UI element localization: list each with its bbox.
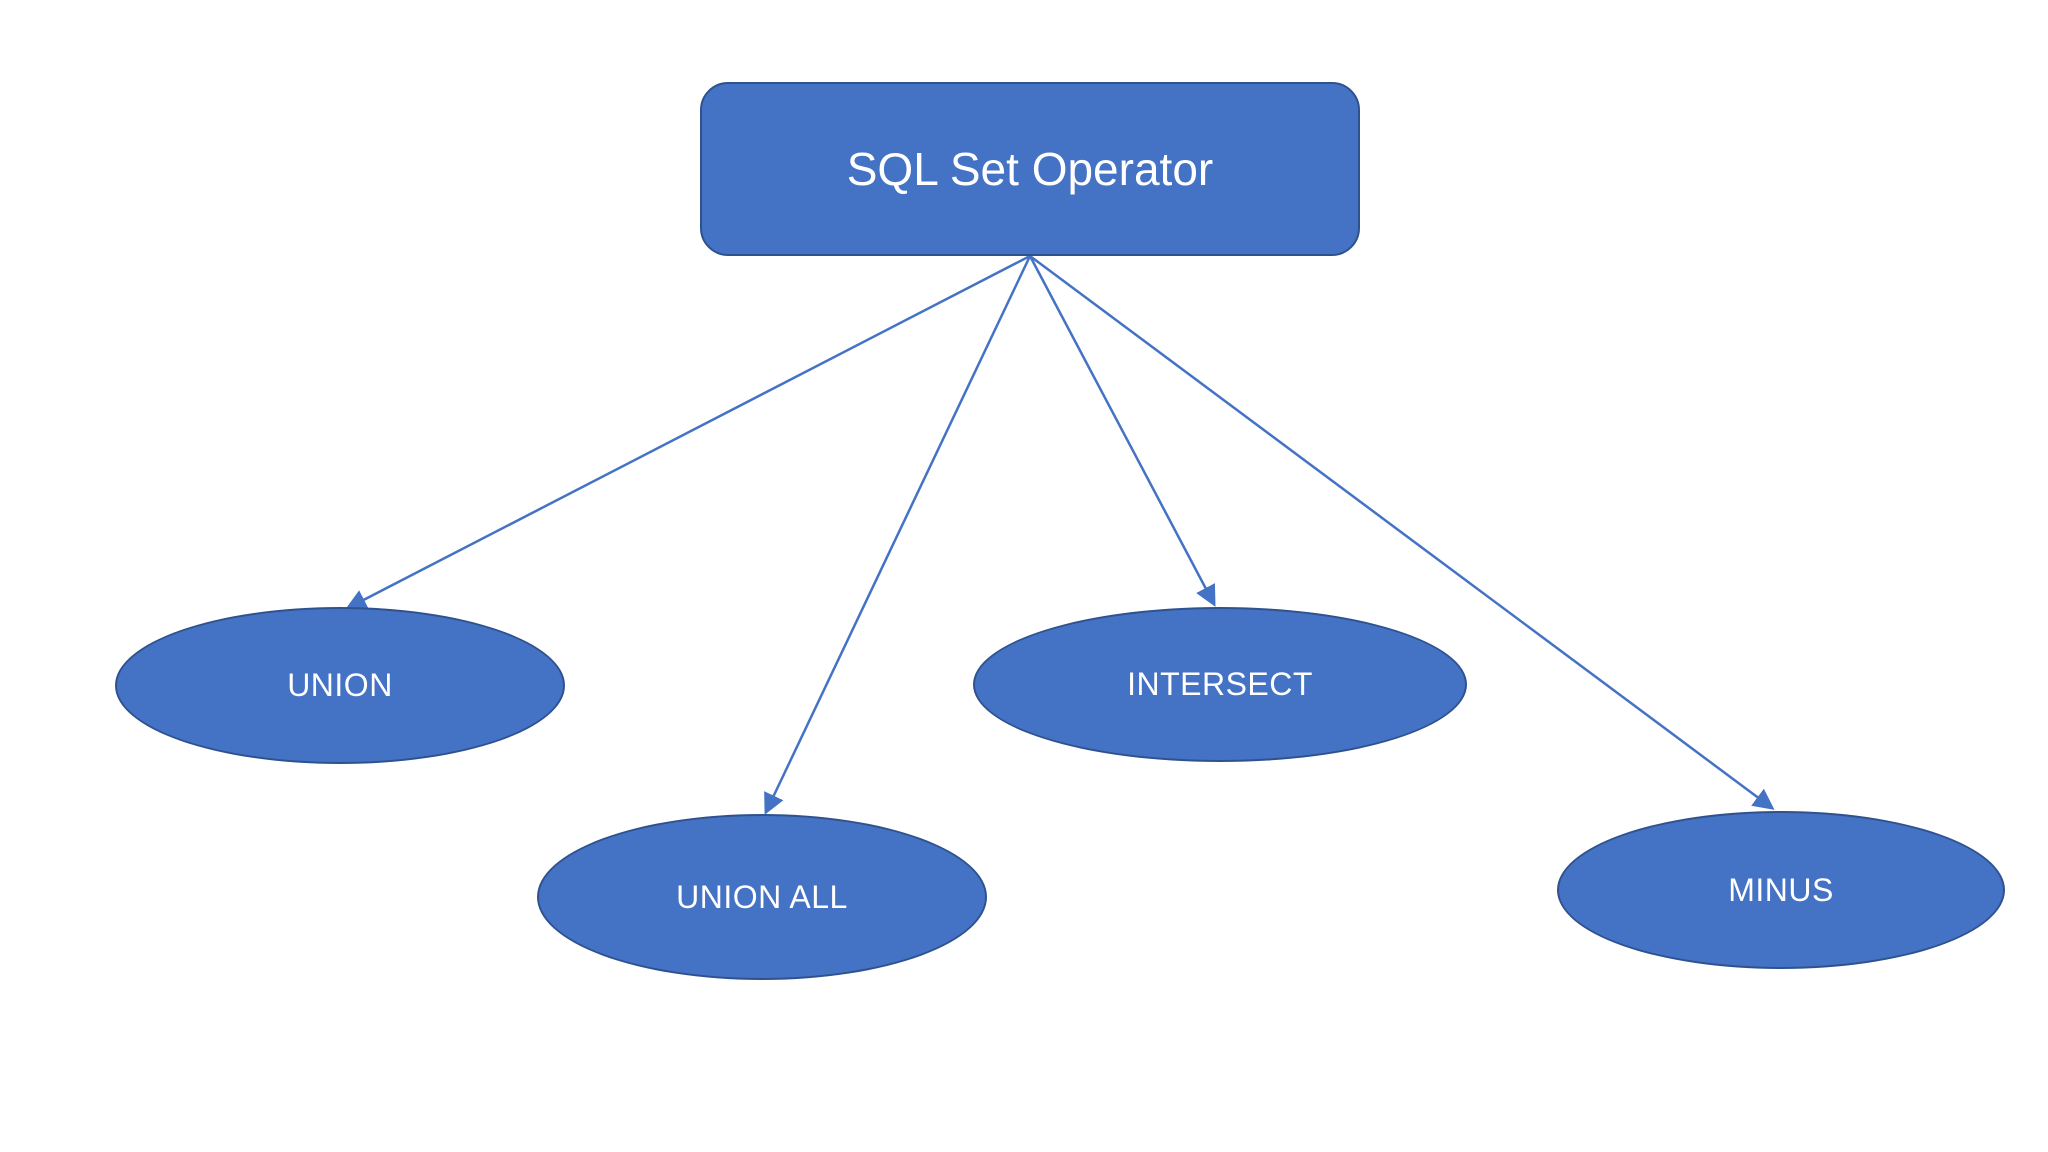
- connector-root-to-union: [345, 254, 1031, 610]
- node-sql-set-operator-label: SQL Set Operator: [846, 143, 1214, 195]
- node-union: UNION: [115, 607, 565, 764]
- node-intersect: INTERSECT: [973, 607, 1467, 762]
- node-union-all: UNION ALL: [537, 814, 987, 980]
- node-intersect-label: INTERSECT: [1127, 666, 1313, 702]
- connector-root-to-minus: [1029, 254, 1775, 810]
- node-union-all-label: UNION ALL: [676, 878, 848, 915]
- node-minus-label: MINUS: [1728, 871, 1834, 908]
- connector-root-to-union-all: [764, 255, 1032, 815]
- node-union-label: UNION: [287, 667, 393, 703]
- node-minus: MINUS: [1557, 811, 2005, 969]
- node-sql-set-operator: SQL Set Operator: [700, 82, 1360, 256]
- connector-root-to-intersect: [1028, 255, 1216, 607]
